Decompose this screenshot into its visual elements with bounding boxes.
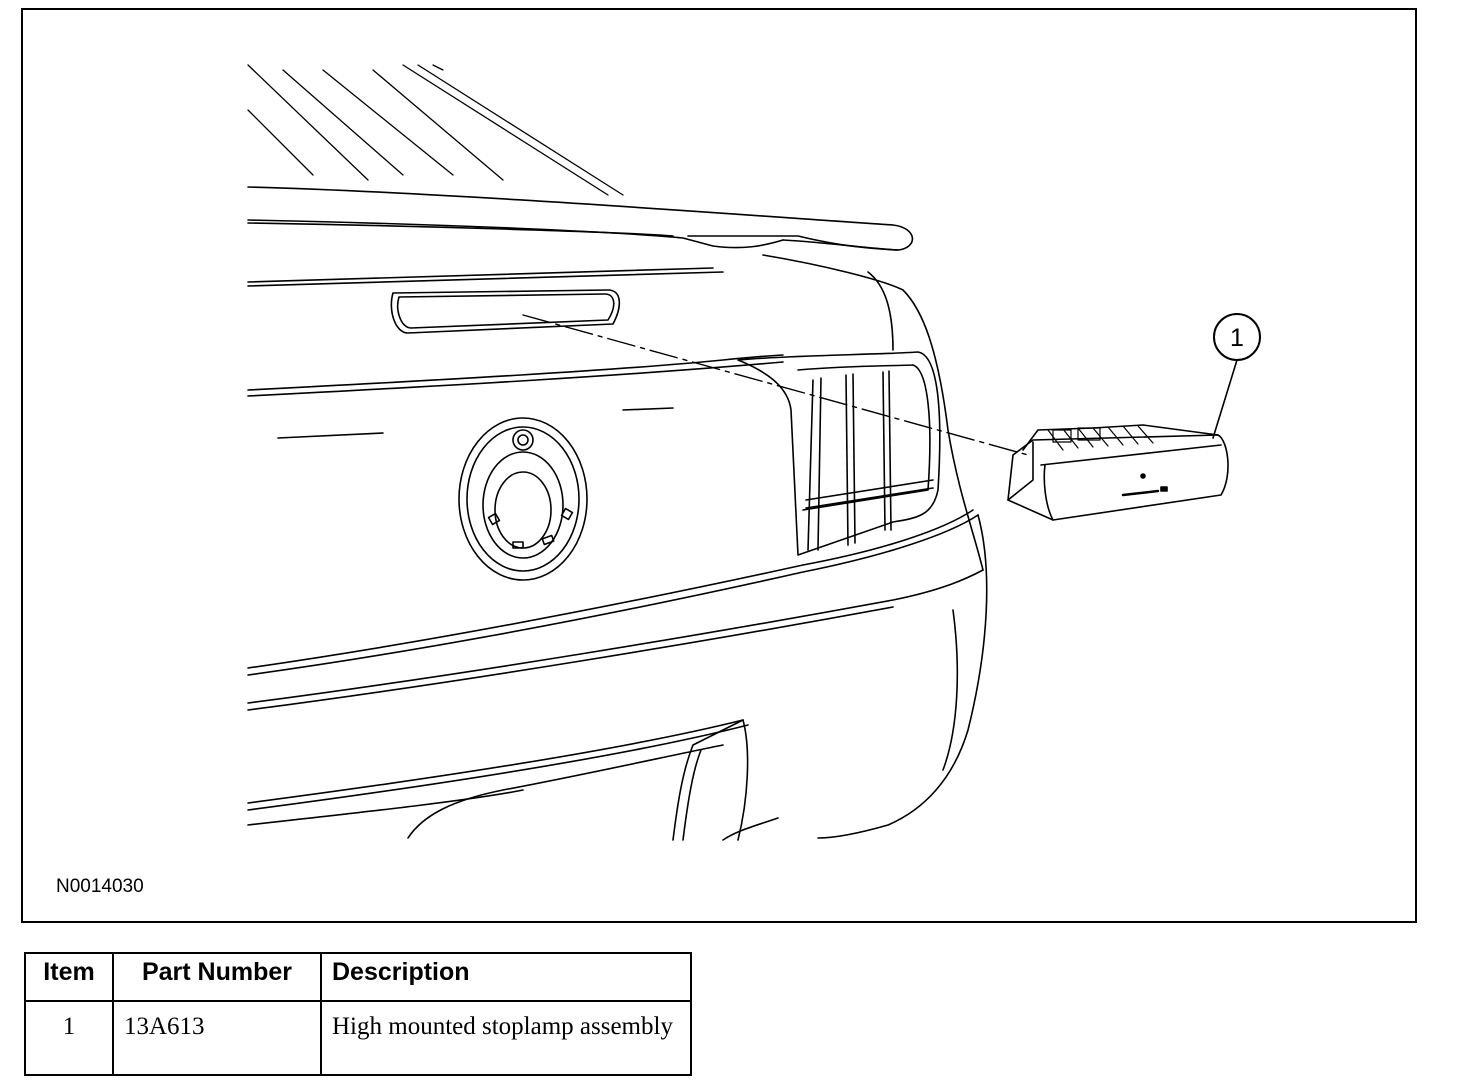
table-row: 1 13A613 High mounted stoplamp assembly bbox=[24, 1000, 692, 1076]
parts-table: Item Part Number Description 1 13A613 Hi… bbox=[24, 952, 692, 1076]
column-header-description: Description bbox=[320, 952, 692, 1002]
cell-part-number: 13A613 bbox=[112, 1000, 322, 1076]
callout-number-label: 1 bbox=[1230, 324, 1244, 352]
tail-lamp bbox=[737, 351, 941, 556]
vehicle-rear-illustration: 1 bbox=[247, 64, 1261, 841]
callout-1 bbox=[1212, 313, 1261, 439]
stoplamp-assembly bbox=[1007, 424, 1229, 521]
illustration-frame: 1 N0014030 bbox=[21, 8, 1417, 923]
figure-id-label: N0014030 bbox=[56, 876, 144, 897]
rear-bumper bbox=[247, 509, 988, 841]
stoplamp-recess bbox=[390, 289, 621, 334]
column-header-item: Item bbox=[24, 952, 114, 1002]
cell-item: 1 bbox=[24, 1000, 114, 1076]
rear-window-lines bbox=[247, 64, 624, 196]
rear-spoiler bbox=[247, 186, 914, 287]
cell-description: High mounted stoplamp assembly bbox=[320, 1000, 692, 1076]
emblem-ring bbox=[458, 417, 588, 581]
column-header-part-number: Part Number bbox=[112, 952, 322, 1002]
table-header-row: Item Part Number Description bbox=[24, 952, 692, 1002]
installation-leader-line bbox=[522, 314, 1029, 456]
